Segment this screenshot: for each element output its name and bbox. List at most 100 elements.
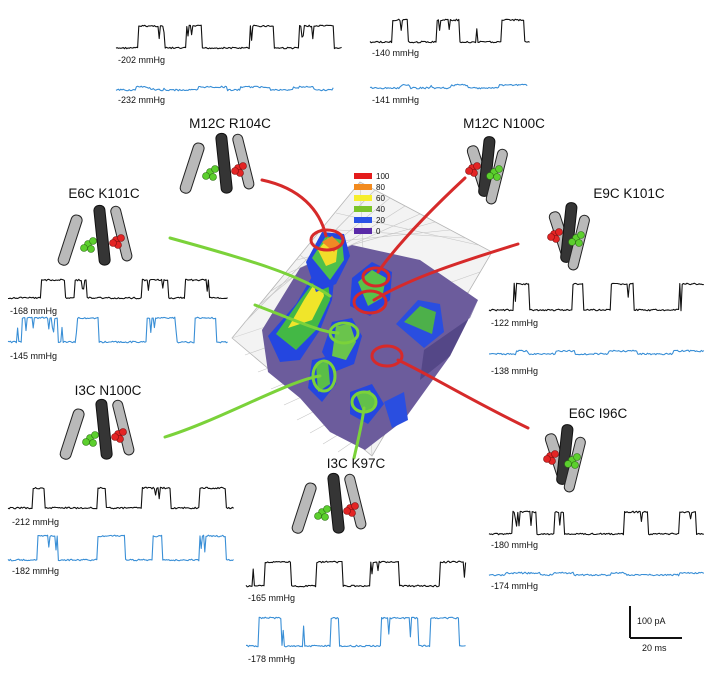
- trace-black-i3c-n100c: [7, 486, 234, 510]
- helix-cartoon-layer: [57, 132, 590, 534]
- label-e6c-k101c: E6C K101C: [68, 186, 140, 201]
- residue-green-atom: [323, 505, 331, 513]
- pressure-e6c-k101c-2: -145 mmHg: [10, 351, 57, 361]
- residue-red-atom: [117, 234, 125, 242]
- callout-line-i3c-n100c: [163, 374, 322, 439]
- trace-black-e6c-k101c: [7, 278, 228, 300]
- trace-black-e6c-i96c: [488, 510, 704, 536]
- trace-black-i3c-k97c: [245, 560, 467, 588]
- residue-green-atom: [573, 453, 581, 461]
- helix-dark-rod: [93, 204, 111, 266]
- residue-green-atom: [571, 461, 579, 469]
- residue-green-atom: [209, 173, 217, 181]
- legend-swatch-20: [354, 217, 372, 223]
- label-i3c-n100c: I3C N100C: [75, 383, 142, 398]
- legend-label-20: 20: [376, 216, 385, 225]
- callout-ellipse-e6c-k101c-2: [328, 321, 360, 345]
- residue-green-atom: [493, 173, 501, 181]
- callout-ellipse-m12c-r104c: [309, 228, 345, 252]
- trace-blue-m12c-r104c: [115, 85, 334, 92]
- surface-ridge-green: [404, 306, 436, 334]
- label-e6c-i96c: E6C I96C: [569, 406, 628, 421]
- residue-red-atom: [239, 162, 247, 170]
- residue-red-atom: [543, 455, 551, 463]
- residue-green-atom: [82, 438, 90, 446]
- helix-cartoon-e6c-k101c: [57, 204, 133, 266]
- legend-label-0: 0: [376, 227, 381, 236]
- residue-red-atom: [119, 428, 127, 436]
- legend-label-100: 100: [376, 172, 390, 181]
- pressure-i3c-n100c-1: -212 mmHg: [12, 517, 59, 527]
- callout-ellipse-e9c-k101c: [352, 289, 388, 315]
- callout-ellipse-e6c-i96c: [370, 344, 404, 368]
- trace-black-e9c-k101c: [488, 282, 704, 312]
- pressure-m12c-n100c-2: -141 mmHg: [372, 95, 419, 105]
- callout-line-m12c-r104c: [260, 178, 328, 238]
- residue-green-atom: [87, 245, 95, 253]
- helix-light-rod: [59, 408, 85, 460]
- residue-red-atom: [111, 433, 119, 441]
- residue-green-atom: [568, 238, 576, 246]
- helix-dark-rod: [327, 472, 345, 534]
- surface-ridge-green-2: [356, 390, 376, 414]
- callout-line-m12c-n100c: [376, 176, 467, 274]
- residue-red-atom: [343, 507, 351, 515]
- mutant-labels: M12C R104C M12C N100C E6C K101C E9C K101…: [68, 116, 665, 471]
- legend-swatch-60: [354, 195, 372, 201]
- helix-light-rod: [110, 205, 133, 262]
- callout-ellipse-m12c-n100c: [361, 266, 391, 288]
- helix-light-rod: [179, 142, 205, 194]
- residue-red-atom: [109, 239, 117, 247]
- legend-swatch-100: [354, 173, 372, 179]
- colour-legend: 100 80 60 40 20 0: [354, 172, 390, 236]
- trace-blue-e6c-i96c: [488, 571, 705, 577]
- residue-green-atom: [564, 460, 572, 468]
- legend-swatch-40: [354, 206, 372, 212]
- label-i3c-k97c: I3C K97C: [327, 456, 386, 471]
- legend-label-60: 60: [376, 194, 385, 203]
- trace-blue-i3c-k97c: [245, 616, 466, 648]
- helix-cartoon-m12c-r104c: [179, 132, 255, 194]
- legend-swatch-0: [354, 228, 372, 234]
- residue-green-atom: [211, 165, 219, 173]
- residue-green-atom: [89, 237, 97, 245]
- helix-light-rod: [291, 482, 317, 534]
- pressure-i3c-n100c-2: -182 mmHg: [12, 566, 59, 576]
- pressure-e9c-k101c-1: -122 mmHg: [491, 318, 538, 328]
- callout-line-e6c-k101c-2: [253, 303, 340, 335]
- legend-label-40: 40: [376, 205, 385, 214]
- trace-black-m12c-n100c: [369, 18, 530, 44]
- legend-swatch-80: [354, 184, 372, 190]
- residue-red-atom: [231, 167, 239, 175]
- residue-green-atom: [495, 165, 503, 173]
- residue-green-atom: [89, 439, 97, 447]
- helix-cartoon-e9c-k101c: [547, 202, 590, 271]
- surface-peak-green-e: [316, 362, 330, 392]
- residue-green-atom: [80, 244, 88, 252]
- pressure-e6c-i96c-1: -180 mmHg: [491, 540, 538, 550]
- legend-label-80: 80: [376, 183, 385, 192]
- pressure-i3c-k97c-2: -178 mmHg: [248, 654, 295, 664]
- pressure-m12c-n100c-1: -140 mmHg: [372, 48, 419, 58]
- pressure-e6c-i96c-2: -174 mmHg: [491, 581, 538, 591]
- residue-green-atom: [202, 172, 210, 180]
- helix-cartoon-e6c-i96c: [543, 424, 586, 493]
- surface-shadow: [420, 300, 478, 380]
- scale-time-label: 20 ms: [642, 643, 667, 653]
- helix-dark-rod: [556, 424, 574, 485]
- trace-blue-i3c-n100c: [7, 534, 234, 562]
- helix-cartoon-i3c-n100c: [59, 398, 135, 460]
- residue-red-atom: [547, 233, 555, 241]
- surface-ridge-blue-3: [384, 392, 408, 428]
- residue-green-atom: [321, 513, 329, 521]
- residue-red-atom: [351, 502, 359, 510]
- trace-blue-m12c-n100c: [369, 83, 528, 90]
- residue-red-atom: [465, 167, 473, 175]
- residue-green-atom: [314, 512, 322, 520]
- label-m12c-n100c: M12C N100C: [463, 116, 545, 131]
- pressure-i3c-k97c-1: -165 mmHg: [248, 593, 295, 603]
- helix-cartoon-i3c-k97c: [291, 472, 367, 534]
- pressure-e9c-k101c-2: -138 mmHg: [491, 366, 538, 376]
- helix-light-rod: [112, 399, 135, 456]
- trace-blue-e9c-k101c: [489, 349, 705, 356]
